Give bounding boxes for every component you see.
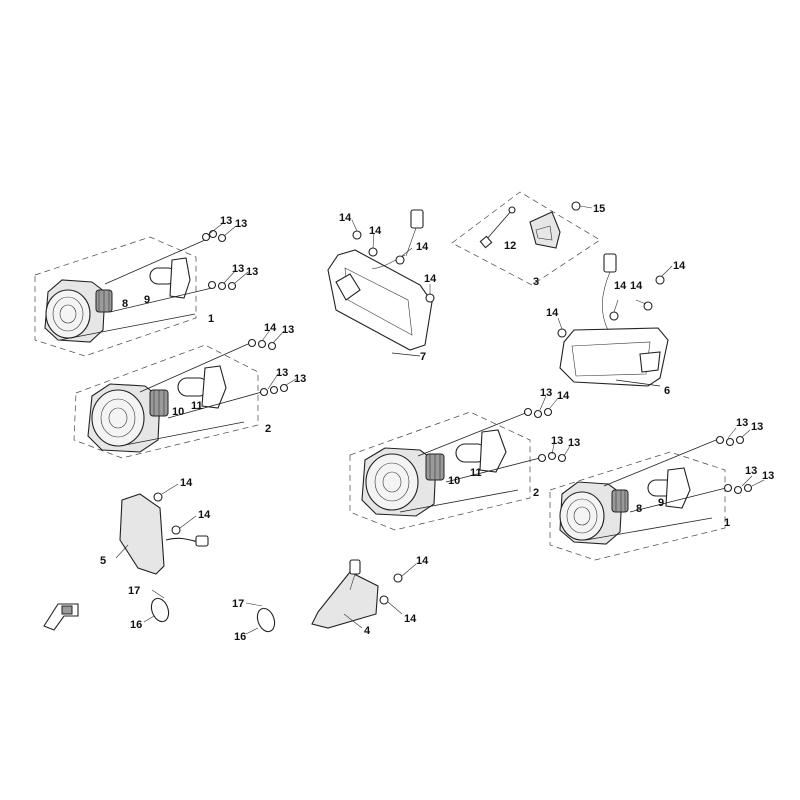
callout-2: 2 xyxy=(533,487,539,499)
cover-5 xyxy=(115,483,209,575)
callout-13: 13 xyxy=(568,437,580,449)
bracket-15-clip xyxy=(529,211,561,249)
callout-14: 14 xyxy=(630,280,643,292)
bulb-9-left xyxy=(149,257,191,299)
cap-16-left xyxy=(143,589,170,623)
callout-14: 14 xyxy=(614,280,627,292)
callout-16: 16 xyxy=(130,619,142,631)
callout-6: 6 xyxy=(664,385,670,397)
callout-13: 13 xyxy=(294,373,306,385)
callout-9: 9 xyxy=(144,294,150,306)
headlight-housing-1 xyxy=(44,279,106,343)
callout-13: 13 xyxy=(745,465,757,477)
callout-13: 13 xyxy=(762,470,774,482)
screws-13-group-2d xyxy=(537,443,571,463)
bolt-12 xyxy=(479,206,516,249)
bulb-9-right xyxy=(647,467,691,509)
headlamp-housing-7 xyxy=(327,209,433,357)
screws-13-group-1c xyxy=(715,427,751,447)
callout-11: 11 xyxy=(191,400,203,412)
screw-15 xyxy=(571,201,593,211)
front-direction-arrow-icon xyxy=(43,603,79,631)
assembly-2-middle-right xyxy=(349,411,541,531)
callout-11: 11 xyxy=(470,467,482,479)
callout-13: 13 xyxy=(276,367,288,379)
callout-16: 16 xyxy=(234,631,246,643)
callout-14: 14 xyxy=(557,390,570,402)
callout-3: 3 xyxy=(533,276,539,288)
callout-14: 14 xyxy=(198,509,211,521)
callout-14: 14 xyxy=(339,212,352,224)
bulb-socket-10-right xyxy=(425,453,445,481)
callout-13: 13 xyxy=(736,417,748,429)
callout-13: 13 xyxy=(220,215,232,227)
screws-13-14-group-2a xyxy=(247,329,285,351)
bulb-socket-8-right xyxy=(611,489,629,513)
callout-14: 14 xyxy=(416,241,429,253)
callout-8: 8 xyxy=(636,503,642,515)
callout-14: 14 xyxy=(673,260,686,272)
callout-10: 10 xyxy=(172,406,184,418)
screws-13-group-2b xyxy=(259,373,297,397)
cover-4 xyxy=(311,559,417,629)
headlight-housing-1-right xyxy=(559,481,623,545)
callout-2: 2 xyxy=(265,423,271,435)
callout-15: 15 xyxy=(593,203,605,215)
callout-13: 13 xyxy=(551,435,563,447)
callout-5: 5 xyxy=(100,555,106,567)
screws-14-group-6 xyxy=(557,265,673,338)
bulb-11-left xyxy=(177,365,227,409)
callout-12: 12 xyxy=(504,240,516,252)
headlight-housing-2 xyxy=(87,383,161,453)
assembly-1-right xyxy=(549,439,727,561)
callout-1: 1 xyxy=(724,517,730,529)
callout-14: 14 xyxy=(424,273,437,285)
callout-4: 4 xyxy=(364,625,371,637)
callout-10: 10 xyxy=(448,475,460,487)
headlight-housing-2-right xyxy=(361,447,437,517)
callout-13: 13 xyxy=(235,218,247,230)
callout-17: 17 xyxy=(128,585,140,597)
screws-13-14-group-2c xyxy=(523,395,559,419)
cap-16-right xyxy=(245,602,276,635)
screws-13-group-1b xyxy=(207,269,249,291)
callout-7: 7 xyxy=(420,351,426,363)
screws-13-group-1d xyxy=(723,475,765,495)
callout-14: 14 xyxy=(546,307,559,319)
assembly-1-top-left xyxy=(34,236,213,357)
callout-14: 14 xyxy=(404,613,417,625)
callout-14: 14 xyxy=(264,322,277,334)
bracket-kit-3 xyxy=(451,191,601,286)
screws-13-group-1a xyxy=(201,223,237,243)
assembly-2-middle-left xyxy=(73,343,263,459)
bulb-socket-10-left xyxy=(149,389,169,417)
callout-9: 9 xyxy=(658,497,664,509)
callout-14: 14 xyxy=(369,225,382,237)
callout-14: 14 xyxy=(180,477,193,489)
callout-1: 1 xyxy=(208,313,214,325)
callout-13: 13 xyxy=(232,263,244,275)
headlamp-housing-6 xyxy=(559,253,669,387)
callout-13: 13 xyxy=(282,324,294,336)
callout-17: 17 xyxy=(232,598,244,610)
callout-14: 14 xyxy=(416,555,429,567)
callout-13: 13 xyxy=(246,266,258,278)
bulb-11-right xyxy=(455,429,507,473)
bulb-socket-8-left xyxy=(95,289,113,313)
screws-14-group-7 xyxy=(351,219,435,303)
callout-13: 13 xyxy=(751,421,763,433)
callout-8: 8 xyxy=(122,298,128,310)
callout-13: 13 xyxy=(540,387,552,399)
